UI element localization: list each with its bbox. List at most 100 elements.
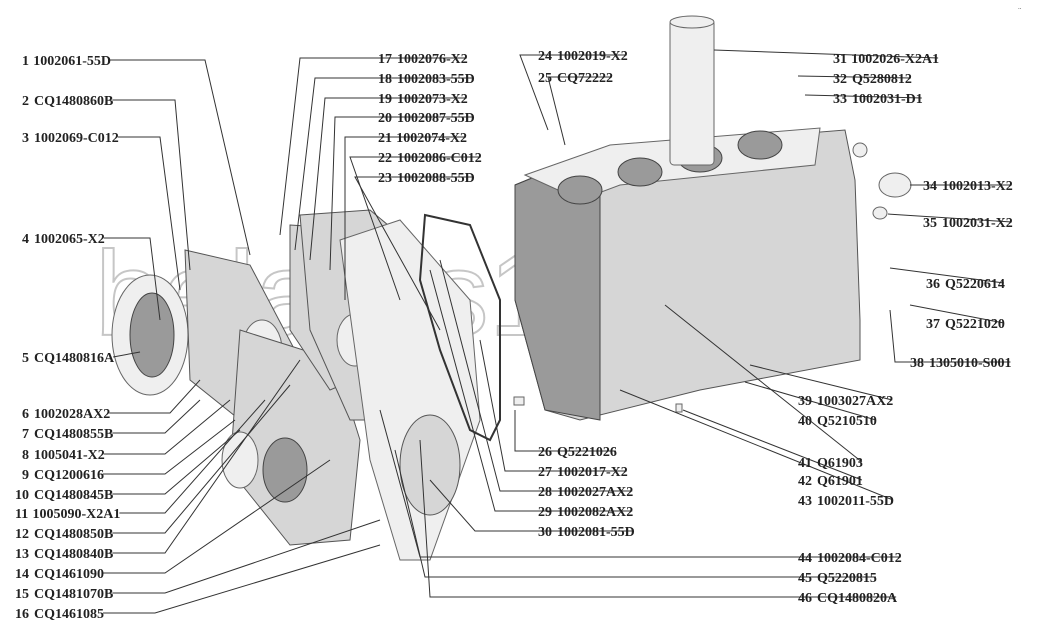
callout-number: 16: [15, 607, 29, 622]
callout-34: 34 1002013-X2: [923, 179, 1013, 194]
callout-number: 15: [15, 587, 29, 602]
callout-number: 34: [923, 179, 937, 194]
part-code: CQ1200616: [34, 468, 104, 483]
part-code: CQ1480860B: [34, 94, 113, 109]
part-code: 1002073-X2: [397, 92, 468, 107]
callout-16: 16 CQ1461085: [15, 607, 104, 622]
part-code: 1002086-C012: [397, 151, 482, 166]
part-code: CQ1461085: [34, 607, 104, 622]
part-code: 1002083-55D: [397, 72, 475, 87]
callout-43: 43 1002011-55D: [798, 494, 894, 509]
cylinder-block: [513, 15, 912, 421]
cylinder-liner: [669, 19, 715, 166]
part-code: 1002087-55D: [397, 111, 475, 126]
callout-42: 42 Q61901: [798, 474, 863, 489]
part-code: 1002082AX2: [557, 505, 633, 520]
leader-line-33: [804, 94, 922, 99]
callout-number: 36: [926, 277, 940, 292]
callout-number: 4: [22, 232, 29, 247]
leader-line-5: [113, 351, 141, 358]
callout-number: 43: [798, 494, 812, 509]
leader-line-19: [309, 97, 467, 261]
part-code: 1002031-X2: [942, 216, 1013, 231]
callout-36: 36 Q5220614: [926, 277, 1005, 292]
part-code: Q61901: [817, 474, 863, 489]
part-code: Q5210510: [817, 414, 877, 429]
part-code: 1002011-55D: [817, 494, 894, 509]
part-code: 1305010-S001: [929, 356, 1011, 371]
leader-line-24: [519, 54, 627, 131]
callout-number: 44: [798, 551, 812, 566]
callout-number: 1: [22, 54, 29, 69]
callout-24: 24 1002019-X2: [538, 49, 628, 64]
part-code: Q5221020: [945, 317, 1005, 332]
callout-number: 45: [798, 571, 812, 586]
callout-number: 6: [22, 407, 29, 422]
leader-line-39: [749, 364, 893, 401]
front-cover-parts: [111, 209, 501, 561]
leader-line-15: [112, 519, 381, 594]
leader-line-4: [103, 237, 161, 321]
leader-line-37: [909, 304, 1004, 324]
part-code: 1002013-X2: [942, 179, 1013, 194]
part-code: Q5220614: [945, 277, 1005, 292]
callout-number: 40: [798, 414, 812, 429]
leader-line-42: [682, 409, 863, 481]
callout-number: 9: [22, 468, 29, 483]
leader-line-16: [103, 544, 381, 614]
part-code: CQ1480816A: [34, 351, 115, 366]
leader-line-10: [112, 429, 241, 495]
part-code: Q5280812: [852, 72, 912, 87]
callout-number: 42: [798, 474, 812, 489]
leader-line-40: [744, 381, 877, 421]
leader-line-11: [119, 399, 266, 514]
part-code: CQ1480845B: [34, 488, 113, 503]
leader-line-36: [889, 267, 1004, 284]
leader-line-32: [797, 75, 911, 79]
leader-line-45: [394, 449, 876, 578]
leader-line-43: [619, 389, 894, 501]
callout-number: 10: [15, 488, 29, 503]
part-code: 1002027AX2: [557, 485, 633, 500]
callout-number: 46: [798, 591, 812, 606]
part-code: 1002031-D1: [852, 92, 923, 107]
leader-line-29: [429, 269, 633, 512]
callout-number: 39: [798, 394, 812, 409]
part-code: 1002019-X2: [557, 49, 628, 64]
leader-line-7: [112, 399, 201, 434]
plug: [878, 172, 912, 198]
callout-number: 24: [538, 49, 552, 64]
corner-mark: ..: [1018, 3, 1022, 11]
callout-number: 23: [378, 171, 392, 186]
leader-line-27: [479, 339, 627, 472]
callout-number: 37: [926, 317, 940, 332]
leader-line-9: [103, 419, 236, 475]
callout-number: 38: [910, 356, 924, 371]
leader-line-13: [112, 359, 301, 554]
leader-line-30: [429, 479, 634, 532]
part-code: 1002088-55D: [397, 171, 475, 186]
leader-line-26: [514, 410, 616, 452]
leader-line-25: [547, 76, 612, 146]
callout-38: 38 1305010-S001: [910, 356, 1011, 371]
front-gasket: [418, 213, 501, 442]
